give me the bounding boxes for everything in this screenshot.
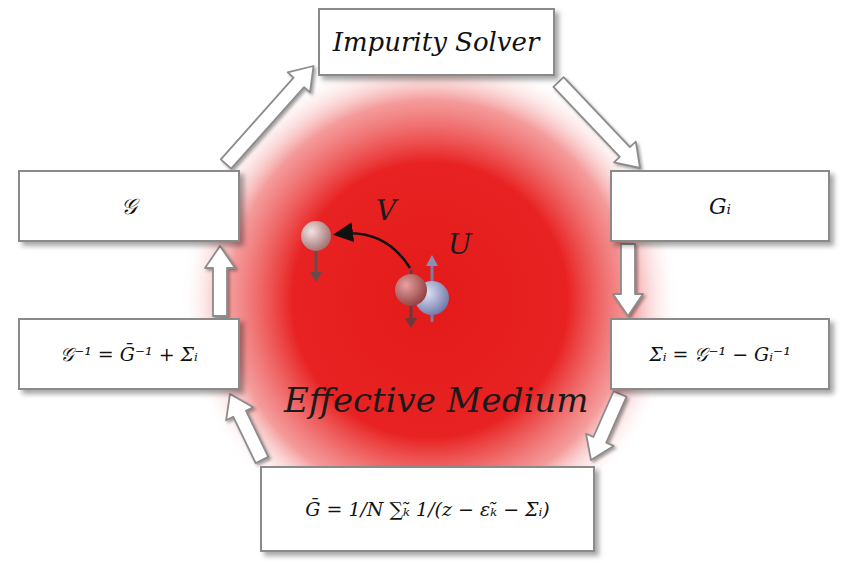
coupling-label: V xyxy=(376,194,396,227)
formula-box: Σᵢ = 𝒢⁻¹ − Gᵢ⁻¹ xyxy=(610,318,830,390)
coupling-label: U xyxy=(448,228,472,261)
spin-head xyxy=(426,255,438,266)
region-label: Effective Medium xyxy=(284,380,588,420)
block-arrow xyxy=(226,394,268,463)
electron xyxy=(301,221,331,251)
box-text: Σᵢ = 𝒢⁻¹ − Gᵢ⁻¹ xyxy=(649,343,791,366)
process-box: Impurity Solver xyxy=(318,8,555,76)
formula-box: Ḡ = 1/N ∑ₖ̃ 1/(z − εₖ̃ − Σᵢ) xyxy=(260,466,595,552)
spin-head xyxy=(310,272,322,282)
block-arrow xyxy=(586,391,626,460)
spin-head xyxy=(405,318,417,328)
block-arrow xyxy=(205,246,235,316)
block-arrow xyxy=(553,77,640,168)
process-box: 𝒢 xyxy=(18,170,240,242)
box-text: 𝒢⁻¹ = Ḡ⁻¹ + Σᵢ xyxy=(60,343,198,366)
electron xyxy=(395,274,427,306)
block-arrow xyxy=(221,66,314,169)
box-text: 𝒢 xyxy=(121,194,137,219)
box-text: Gᵢ xyxy=(709,194,731,219)
block-arrow xyxy=(613,244,643,316)
hopping-arrow xyxy=(338,233,410,268)
process-box: Gᵢ xyxy=(610,170,830,242)
box-text: Impurity Solver xyxy=(333,27,540,57)
box-text: Ḡ = 1/N ∑ₖ̃ 1/(z − εₖ̃ − Σᵢ) xyxy=(305,498,550,520)
formula-box: 𝒢⁻¹ = Ḡ⁻¹ + Σᵢ xyxy=(18,318,240,390)
